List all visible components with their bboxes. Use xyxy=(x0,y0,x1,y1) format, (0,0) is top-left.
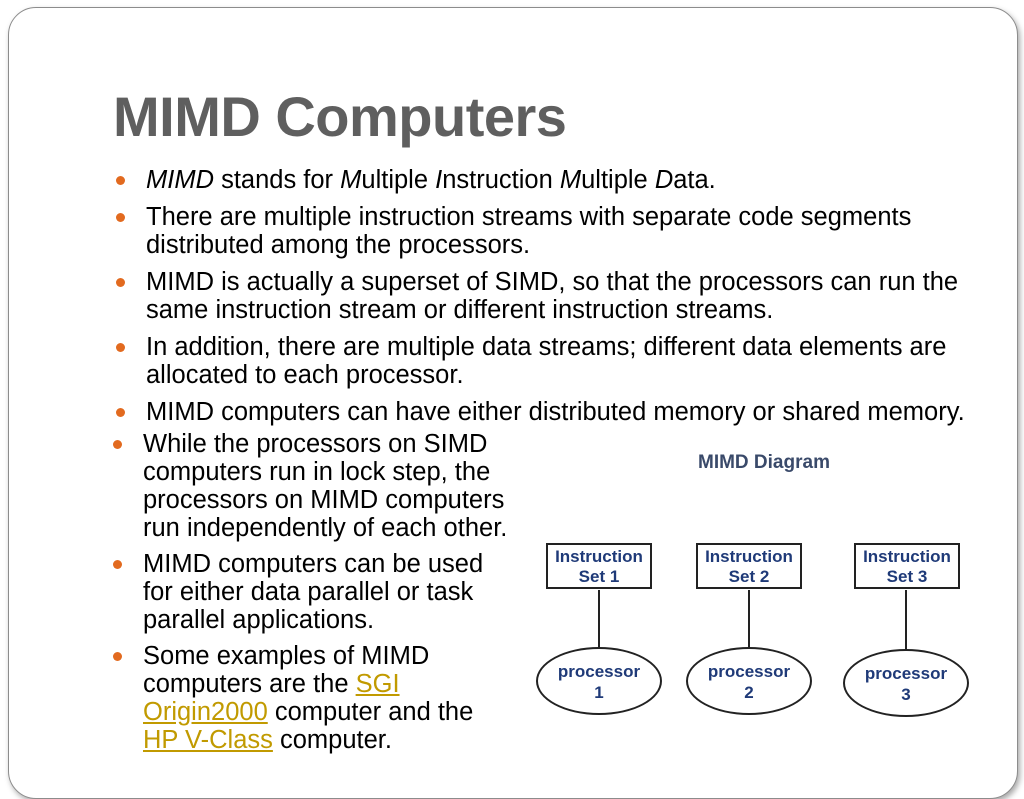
bullet-text: While the processors on SIMD computers r… xyxy=(143,430,508,542)
bullet-text: nstruction xyxy=(442,166,560,194)
bullet-text: ultiple xyxy=(361,166,436,194)
instruction-set-3-box: Instruction Set 3 xyxy=(854,543,960,589)
emphasized-text: I xyxy=(435,166,443,194)
processor-3-line1: processor xyxy=(864,664,948,683)
bullet-text: In addition, there are multiple data str… xyxy=(146,333,947,389)
left-bullet-3: Some examples of MIMD computers are the … xyxy=(113,642,513,754)
top-bullet-1: MIMD stands for Multiple Instruction Mul… xyxy=(116,166,966,194)
top-bullet-3: MIMD is actually a superset of SIMD, so … xyxy=(116,268,966,324)
bullet-text: Some examples of MIMD computers are the xyxy=(143,642,430,698)
emphasized-text: MIMD xyxy=(146,166,214,194)
example-link[interactable]: SGI Origin2000 xyxy=(143,670,400,726)
processor-3-line2: 3 xyxy=(901,685,911,704)
top-bullet-4: In addition, there are multiple data str… xyxy=(116,333,966,389)
bullet-text: ata. xyxy=(673,166,716,194)
instruction-set-2-line1: Instruction xyxy=(705,547,793,566)
processor-2-line2: 2 xyxy=(744,683,754,702)
processor-1-line2: 1 xyxy=(594,683,604,702)
diagram-connectors xyxy=(598,590,907,649)
bullet-text: ultiple xyxy=(581,166,655,194)
mimd-diagram: MIMD Diagram Instruction Set 1 Instructi… xyxy=(532,440,1012,730)
instruction-set-1-line1: Instruction xyxy=(555,547,643,566)
bullet-text: computer. xyxy=(272,726,392,754)
emphasized-text: D xyxy=(654,166,674,194)
diagram-title: MIMD Diagram xyxy=(698,452,830,473)
top-bullet-5: MIMD computers can have either distribut… xyxy=(116,398,966,426)
emphasized-text: M xyxy=(559,166,582,194)
slide-title: MIMD Computers xyxy=(113,85,567,148)
instruction-set-2-line2: Set 2 xyxy=(728,567,770,586)
bullet-text: There are multiple instruction streams w… xyxy=(146,203,912,259)
instruction-set-2-box: Instruction Set 2 xyxy=(696,543,802,589)
instruction-set-3-line1: Instruction xyxy=(863,547,951,566)
top-bullet-list: MIMD stands for Multiple Instruction Mul… xyxy=(116,166,966,435)
emphasized-text: M xyxy=(340,166,362,194)
processor-1-node: processor 1 xyxy=(536,647,662,715)
processor-2-line1: processor xyxy=(707,662,791,681)
bullet-text: stands for xyxy=(213,166,341,194)
bullet-text: computer and the xyxy=(267,698,474,726)
top-bullet-2: There are multiple instruction streams w… xyxy=(116,203,966,259)
left-bullet-list: While the processors on SIMD computers r… xyxy=(113,430,513,762)
bullet-text: MIMD is actually a superset of SIMD, so … xyxy=(146,268,959,324)
instruction-set-1-box: Instruction Set 1 xyxy=(546,543,652,589)
processor-3-node: processor 3 xyxy=(843,649,969,717)
left-bullet-1: While the processors on SIMD computers r… xyxy=(113,430,513,542)
processor-1-line1: processor xyxy=(557,662,641,681)
processor-2-node: processor 2 xyxy=(686,647,812,715)
bullet-text: MIMD computers can have either distribut… xyxy=(146,398,965,426)
example-link[interactable]: HP V-Class xyxy=(143,726,273,754)
instruction-set-1-line2: Set 1 xyxy=(578,567,620,586)
instruction-set-3-line2: Set 3 xyxy=(886,567,928,586)
left-bullet-2: MIMD computers can be used for either da… xyxy=(113,550,513,634)
bullet-text: MIMD computers can be used for either da… xyxy=(143,550,484,634)
